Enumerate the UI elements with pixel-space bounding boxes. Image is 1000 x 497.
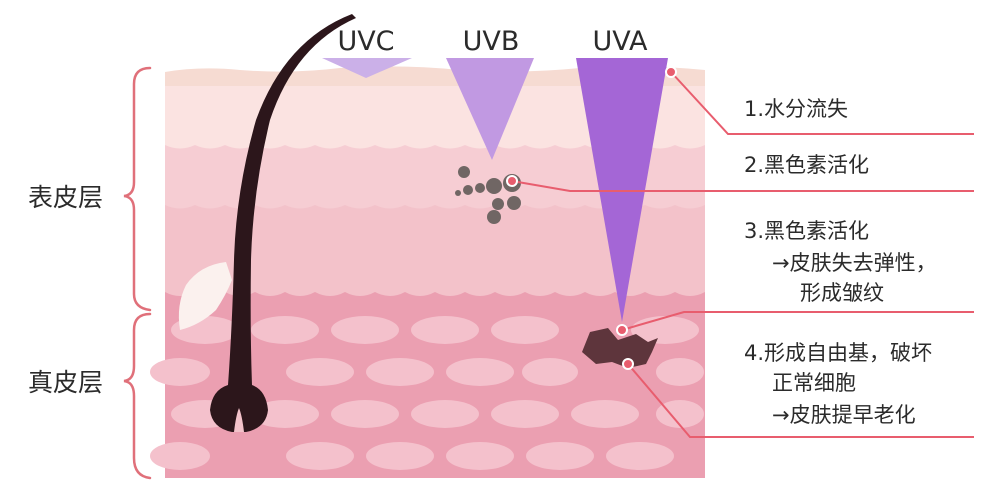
annotation-4-line-1: 4.形成自由基，破坏 [744, 341, 932, 365]
annotation-4: 4.形成自由基，破坏 正常细胞 →皮肤提早老化 [744, 341, 932, 427]
uvb-ray [446, 58, 534, 160]
annotation-4-line-3: →皮肤提早老化 [772, 403, 916, 427]
dermis-cells [150, 316, 704, 470]
dermis-bracket [123, 312, 152, 480]
skin-block [150, 66, 705, 478]
pointer-dot-4 [622, 358, 634, 370]
uvc-label: UVC [337, 26, 394, 57]
annotation-3-line-2: →皮肤失去弹性， [772, 251, 937, 275]
epidermis-bracket [123, 66, 152, 312]
pointer-dot-2 [506, 175, 518, 187]
annotation-2: 2.黑色素活化 [744, 153, 869, 177]
pointer-line-4 [627, 363, 974, 438]
annotation-4-line-2: 正常细胞 [772, 371, 856, 395]
hair-strand [210, 14, 356, 432]
annotation-3-line-3: 形成皱纹 [800, 281, 884, 305]
pointer-line-2 [511, 180, 974, 192]
pointer-line-1 [670, 71, 974, 135]
annotation-2-line-1: 2.黑色素活化 [744, 153, 869, 177]
layer-brackets [123, 66, 152, 480]
uvc-ray [322, 58, 412, 78]
annotation-3: 3.黑色素活化 →皮肤失去弹性， 形成皱纹 [744, 219, 937, 305]
annotation-1-line-1: 1.水分流失 [744, 97, 848, 121]
epidermis-upper-layer [165, 80, 705, 149]
hair-bulb-papilla [234, 408, 244, 432]
uvb-label: UVB [463, 26, 520, 57]
annotation-1: 1.水分流失 [744, 97, 848, 121]
dermis-label: 真皮层 [28, 368, 103, 397]
pointer-lines [511, 71, 974, 438]
pointer-dot-3 [616, 324, 628, 336]
pointer-dot-1 [665, 66, 677, 78]
epidermis-label: 表皮层 [28, 183, 103, 212]
free-radical-damage [582, 328, 658, 368]
pointer-dots [506, 66, 677, 370]
skin-surface-layer [165, 66, 705, 86]
pointer-line-3 [621, 311, 974, 331]
hair-follicle [178, 14, 356, 432]
uva-label: UVA [593, 26, 649, 57]
sebaceous-gland [178, 262, 232, 330]
annotation-3-line-1: 3.黑色素活化 [744, 219, 869, 243]
